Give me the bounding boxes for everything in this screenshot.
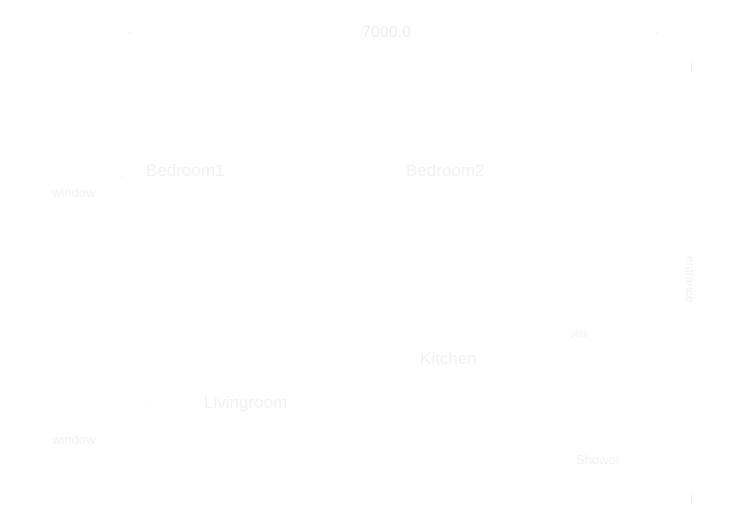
dimension-tick-bottom-right: | xyxy=(690,493,693,505)
entrance-label: entrance xyxy=(683,256,697,303)
stair-marker: · xyxy=(594,345,597,352)
dimension-tick-right: - xyxy=(655,27,659,39)
overall-width-dimension: 7000.0 xyxy=(362,24,411,41)
room-label-bedroom2: Bedroom2 xyxy=(406,161,485,180)
dimension-tick-left: - xyxy=(128,27,132,39)
window-label-top: window xyxy=(52,185,96,200)
window-marker-top: · xyxy=(120,171,124,183)
window-label-bottom: window xyxy=(52,432,96,447)
room-label-shower: Shower xyxy=(576,452,621,467)
room-label-livingroom: Livingroom xyxy=(204,393,288,412)
room-label-kitchen: Kitchen xyxy=(420,349,477,368)
dimension-tick-top-right: | xyxy=(690,61,693,73)
stair-marker-2: · xyxy=(634,360,637,367)
room-label-bedroom1: Bedroom1 xyxy=(146,161,225,180)
livingroom-marker: · xyxy=(150,397,154,409)
stair-label: stair xyxy=(570,329,589,340)
